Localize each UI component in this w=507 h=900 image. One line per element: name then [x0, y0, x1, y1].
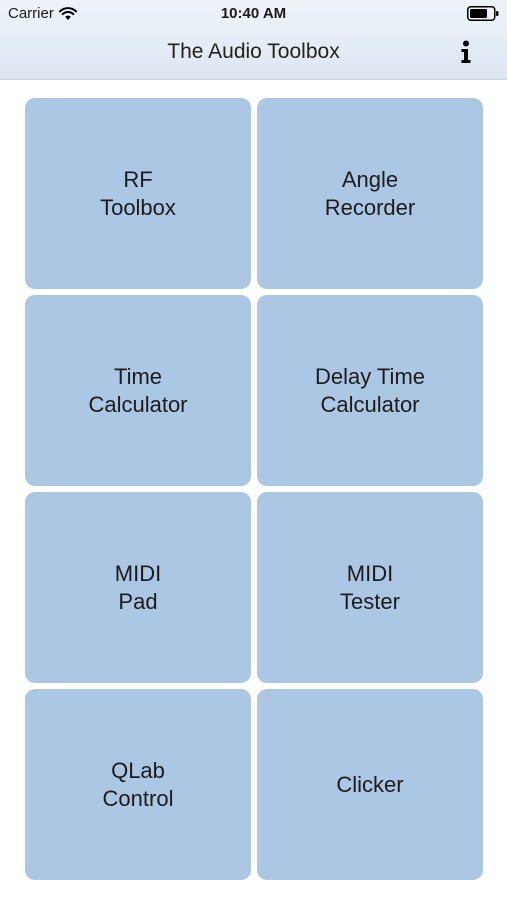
midi-tester-button[interactable]: MIDI Tester: [257, 492, 483, 683]
rf-toolbox-button[interactable]: RF Toolbox: [25, 98, 251, 289]
tile-label: MIDI Tester: [340, 560, 400, 614]
midi-pad-button[interactable]: MIDI Pad: [25, 492, 251, 683]
delay-time-calculator-button[interactable]: Delay Time Calculator: [257, 295, 483, 486]
status-bar: Carrier 10:40 AM: [0, 0, 507, 28]
time-calculator-button[interactable]: Time Calculator: [25, 295, 251, 486]
tile-label: Delay Time Calculator: [314, 363, 426, 417]
tile-label: Clicker: [336, 771, 404, 797]
page-title: The Audio Toolbox: [167, 40, 340, 63]
tool-grid: RF Toolbox Angle Recorder Time Calculato…: [25, 98, 483, 880]
angle-recorder-button[interactable]: Angle Recorder: [257, 98, 483, 289]
wifi-icon: [58, 6, 77, 20]
tile-label: RF Toolbox: [100, 166, 176, 220]
tile-label: QLab Control: [102, 757, 174, 811]
battery-icon: [467, 6, 499, 21]
info-button[interactable]: [455, 38, 477, 66]
clicker-button[interactable]: Clicker: [257, 689, 483, 880]
status-clock: 10:40 AM: [220, 5, 287, 22]
tile-label: MIDI Pad: [114, 560, 162, 614]
top-bar: Carrier 10:40 AM The Audio Toolbox: [0, 0, 507, 80]
tile-label: Time Calculator: [88, 363, 188, 417]
info-icon: [461, 40, 471, 63]
carrier-label: Carrier: [8, 5, 54, 22]
tile-label: Angle Recorder: [324, 166, 416, 220]
carrier-indicator: Carrier: [8, 5, 77, 22]
qlab-control-button[interactable]: QLab Control: [25, 689, 251, 880]
